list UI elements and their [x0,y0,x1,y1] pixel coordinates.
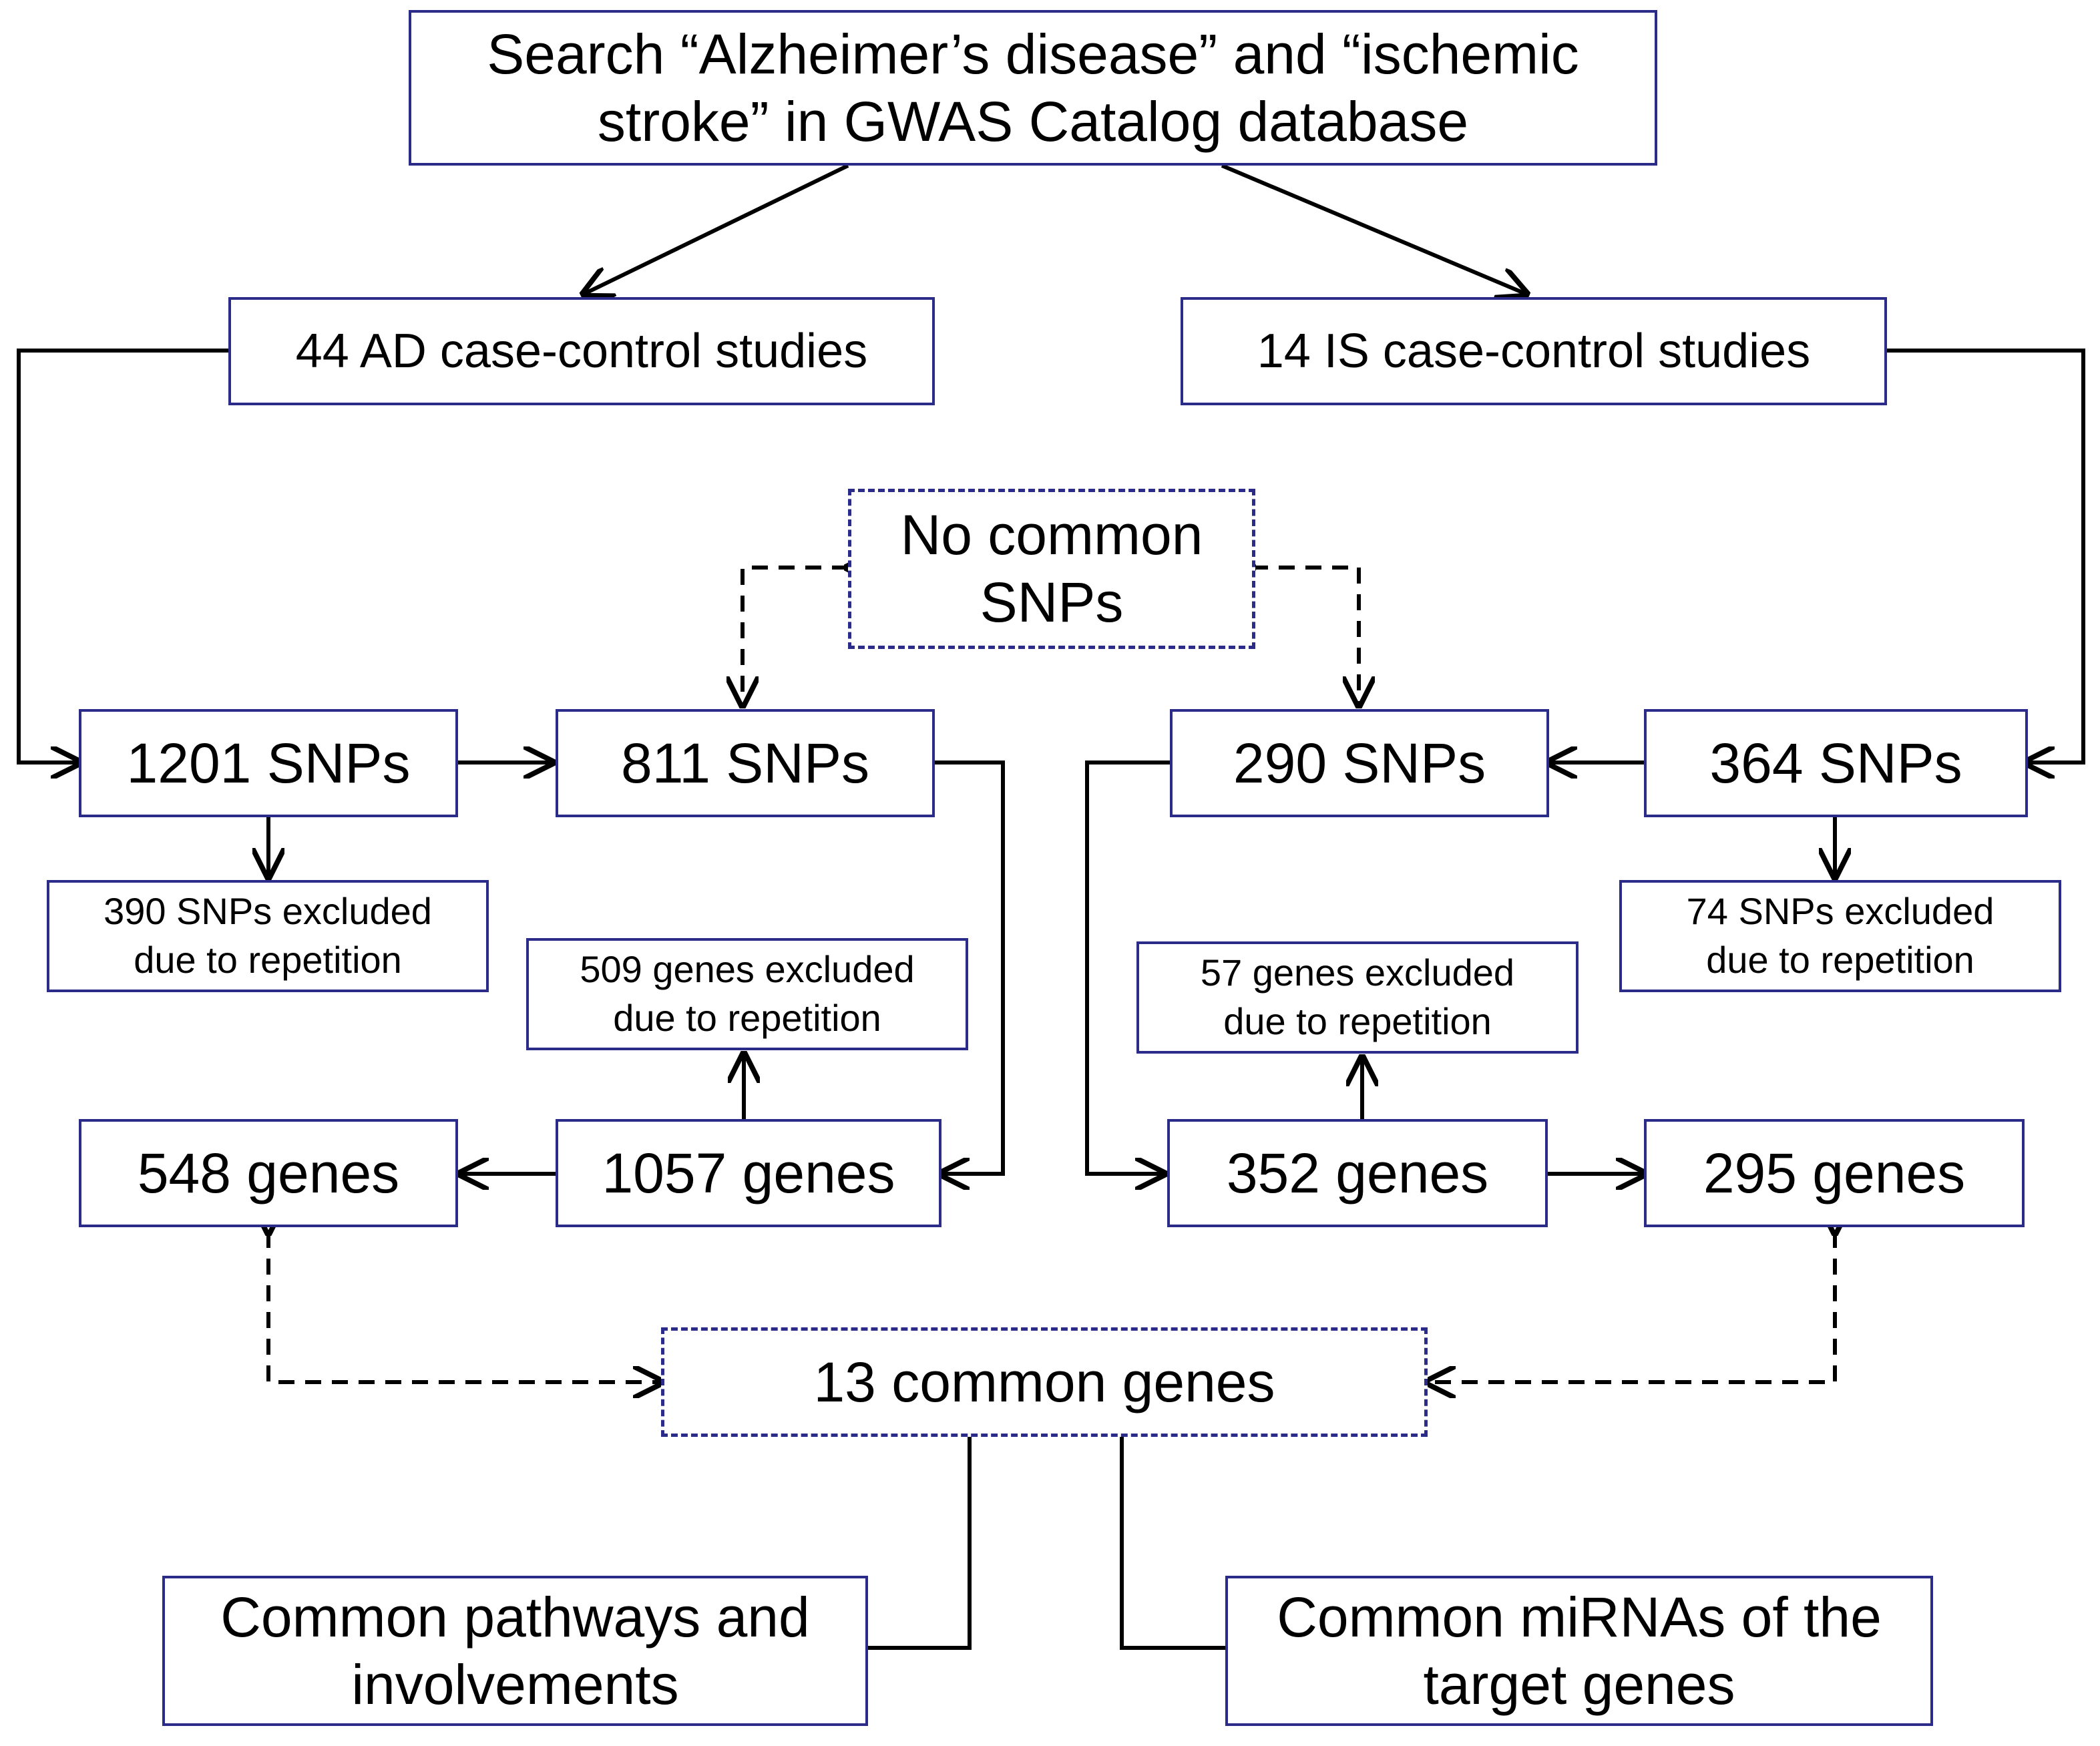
dashed-arrow-no-common-snps-to-290 [1252,568,1359,704]
is-295-genes-box: 295 genes [1644,1119,2025,1227]
is-364-snps-box: 364 SNPs [1644,709,2028,817]
ad-snps-excluded-box: 390 SNPs excluded due to repetition [47,880,489,992]
search-box: Search “Alzheimer’s disease” and “ischem… [409,10,1657,166]
arrow-search-to-is-studies [1221,164,1526,294]
ad-1057-genes-box: 1057 genes [556,1119,941,1227]
ad-1201-snps-box: 1201 SNPs [79,709,458,817]
common-mirnas-box: Common miRNAs of the target genes [1225,1576,1933,1726]
dashed-arrow-548-to-common-genes [268,1232,661,1382]
ad-548-genes-box: 548 genes [79,1119,458,1227]
is-genes-excluded-box: 57 genes excluded due to repetition [1136,941,1579,1054]
common-genes-box: 13 common genes [661,1327,1428,1437]
ad-genes-excluded-box: 509 genes excluded due to repetition [526,938,968,1050]
is-290-snps-box: 290 SNPs [1170,709,1549,817]
arrow-is-studies-to-364-snps [1884,349,2085,762]
no-common-snps-box: No common SNPs [848,489,1255,649]
arrow-search-to-ad-studies [584,164,849,294]
line-common-genes-to-pathways [868,1437,972,1650]
arrow-ad-studies-to-1201-snps [17,349,228,762]
ad-studies-box: 44 AD case-control studies [228,297,935,405]
arrow-290-snps-to-352-genes [1085,760,1170,1174]
arrow-811-snps-to-1057-genes [933,760,1005,1174]
dashed-arrow-295-to-common-genes [1428,1232,1835,1382]
is-studies-box: 14 IS case-control studies [1181,297,1887,405]
line-common-genes-to-mirnas [1120,1437,1225,1650]
common-pathways-box: Common pathways and involvements [162,1576,868,1726]
is-snps-excluded-box: 74 SNPs excluded due to repetition [1619,880,2061,992]
ad-811-snps-box: 811 SNPs [556,709,935,817]
is-352-genes-box: 352 genes [1167,1119,1548,1227]
dashed-arrow-no-common-snps-to-811 [743,568,848,704]
